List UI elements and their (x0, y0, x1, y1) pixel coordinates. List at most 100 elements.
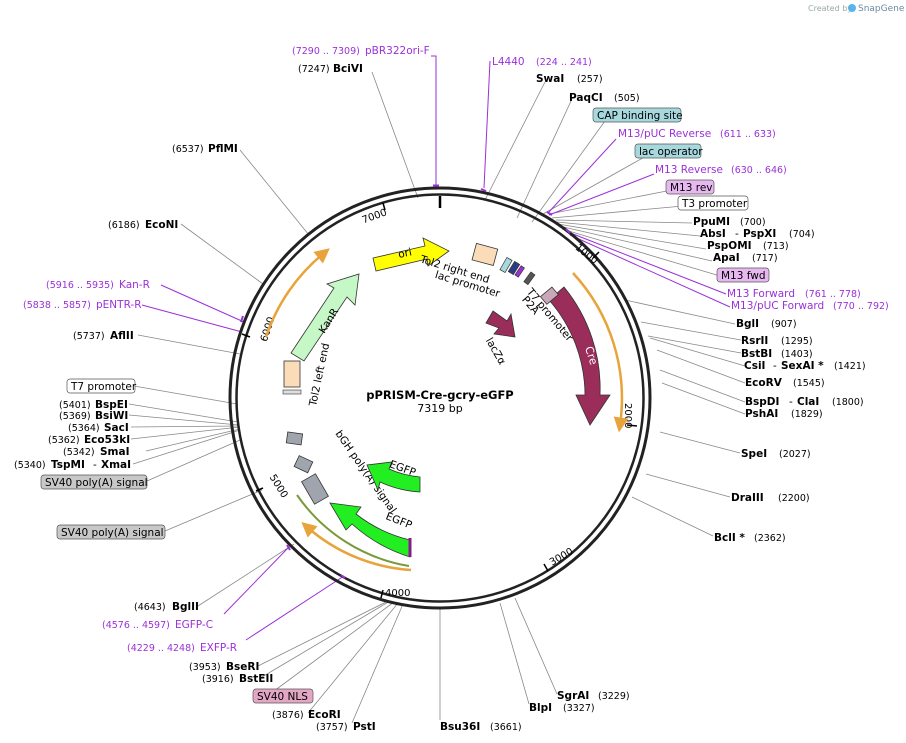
tick-label-4000: 4000 (385, 588, 410, 599)
enzyme-sep-absi: - (735, 228, 739, 240)
primer-line-pentr (141, 304, 243, 333)
enzyme-name-ecorv: EcoRV (745, 377, 783, 389)
orf-arc-cre (572, 272, 629, 433)
primer-range-m13puc-fwd: (770 .. 792) (833, 301, 889, 312)
enzyme-name-eco53ki: Eco53kI (84, 434, 130, 446)
enzyme-name-bgli: BglI (736, 318, 759, 330)
scale-ticks (241, 202, 638, 599)
leader-bspdi (659, 369, 746, 403)
enzyme-name-csii: CsiI (744, 360, 765, 372)
plasmid-size: 7319 bp (417, 402, 462, 415)
cre-label: Cre (582, 345, 600, 367)
t7-promoter-box-label: T7 promoter (70, 381, 137, 393)
cap-binding-site-box (592, 107, 682, 123)
enzyme-name-swai: SwaI (536, 73, 564, 85)
leader-bstbi (647, 335, 742, 354)
cap-binding-site-label: CAP binding site (597, 110, 683, 122)
enzyme-name-draiii: DraIII (731, 492, 764, 504)
leader-t7promoter-box (133, 385, 238, 405)
small-regulatory-blocks (499, 256, 536, 286)
enzyme-pos-draiii: (2200) (778, 493, 810, 504)
tol2-left-cap (282, 389, 302, 395)
enzyme-pos-bstbi: (1403) (781, 349, 813, 360)
enzyme-name-bsiwi: BsiWI (95, 410, 128, 422)
leader-pshai (661, 382, 746, 415)
enzyme-pos-bspei: (5401) (59, 400, 91, 411)
primer-line-m13puc-fwd (569, 234, 731, 308)
sv40-pa-block-1 (285, 431, 304, 446)
enzyme-extra-sexai: SexAI * (781, 360, 824, 372)
t3-promoter-label: T3 promoter (681, 198, 748, 210)
leader-ecori (307, 602, 399, 714)
leader-bseri (257, 600, 389, 667)
m13-fwd-box (716, 267, 770, 283)
enzyme-pos-csii: (1421) (834, 361, 866, 372)
leader-csii (649, 337, 746, 367)
bgh-polya-block (301, 473, 329, 505)
enzyme-pos-tspmi: (5340) (14, 460, 46, 471)
enzyme-name-tspmi: TspMI (51, 459, 85, 471)
enzyme-extra-clai: ClaI (797, 396, 819, 408)
primer-line-exfpr (245, 575, 345, 641)
primer-range-pbr322ori: (7290 .. 7309) (292, 46, 360, 57)
enzyme-pos-ecori: (3876) (272, 710, 304, 721)
enzyme-pos-bsteii: (3916) (202, 674, 234, 685)
leader-cap (531, 120, 606, 223)
enzyme-pos-bspdi: (1800) (832, 397, 864, 408)
snapgene-brand: SnapGene (858, 4, 905, 14)
enzyme-pos-saci: (5364) (68, 423, 100, 434)
enzyme-pos-blpi: (3327) (563, 703, 595, 714)
enzyme-pos-swai: (257) (577, 74, 603, 85)
enzyme-pos-rsrii: (1295) (781, 336, 813, 347)
primer-line-kanr (160, 284, 245, 323)
primer-range-kanr: (5916 .. 5935) (46, 280, 114, 291)
egfp-label-2: EGFP (384, 510, 414, 531)
leader-saci (130, 425, 240, 428)
enzyme-name-bsteii: BstEII (239, 673, 273, 685)
primer-leader-lines (141, 55, 731, 641)
leader-pflmi (239, 149, 310, 236)
sv40-pa-block-2 (293, 455, 314, 474)
enzyme-pos-ppumi: (700) (740, 217, 766, 228)
enzyme-extra-xmai: XmaI (101, 459, 131, 471)
leader-bcli (631, 496, 714, 537)
enzyme-name-rsrii: RsrII (741, 335, 768, 347)
enzyme-name-aflii: AflII (110, 330, 134, 342)
primer-name-exfpr: EXFP-R (200, 642, 237, 654)
leader-econi (180, 223, 264, 285)
m13-rev-label: M13 rev (670, 182, 713, 194)
sv40-nls-box (252, 688, 314, 704)
enzyme-name-bstbi: BstBI (741, 348, 772, 360)
leader-smai (145, 428, 241, 452)
primer-name-pbr322ori: pBR322ori-F (365, 45, 430, 57)
leader-sgrai (514, 597, 558, 695)
enzyme-pos-apai: (717) (752, 253, 778, 264)
enzyme-name-spei: SpeI (741, 448, 767, 460)
orf-arcs (264, 248, 629, 572)
enzyme-name-ppumi: PpuMI (693, 216, 730, 228)
enzyme-pos-sgrai: (3229) (598, 691, 630, 702)
primer-range-m13puc-rev: (611 .. 633) (720, 129, 776, 140)
ori-label: ori (397, 246, 413, 261)
sv40-polya-box-1 (40, 474, 148, 490)
primer-line-m13rev (548, 173, 655, 216)
leader-bsiwi (128, 414, 240, 426)
enzyme-name-ecori: EcoRI (308, 709, 341, 721)
primer-range-m13fwd: (761 .. 778) (805, 289, 861, 300)
enzyme-name-bglii: BglII (172, 601, 199, 613)
primer-name-egfpc: EGFP-C (175, 619, 213, 631)
enzyme-name-bspdi: BspDI (745, 396, 779, 408)
primer-line-egfpc (223, 547, 289, 615)
enzyme-pos-bgli: (907) (771, 319, 797, 330)
label-leader-lines (128, 71, 746, 724)
leader-t3 (551, 205, 684, 219)
enzyme-pos-pspomi: (713) (763, 241, 789, 252)
enzyme-name-sgrai: SgrAI (557, 690, 589, 702)
enzyme-name-paqci: PaqCI (569, 92, 603, 104)
enzyme-name-absi: AbsI (700, 228, 726, 240)
enzyme-pos-eco53ki: (5362) (48, 435, 80, 446)
primer-range-egfpc: (4576 .. 4597) (102, 620, 170, 631)
leader-aflii (137, 334, 241, 355)
primer-line-pbr322ori (431, 55, 437, 187)
enzyme-pos-spei: (2027) (779, 449, 811, 460)
